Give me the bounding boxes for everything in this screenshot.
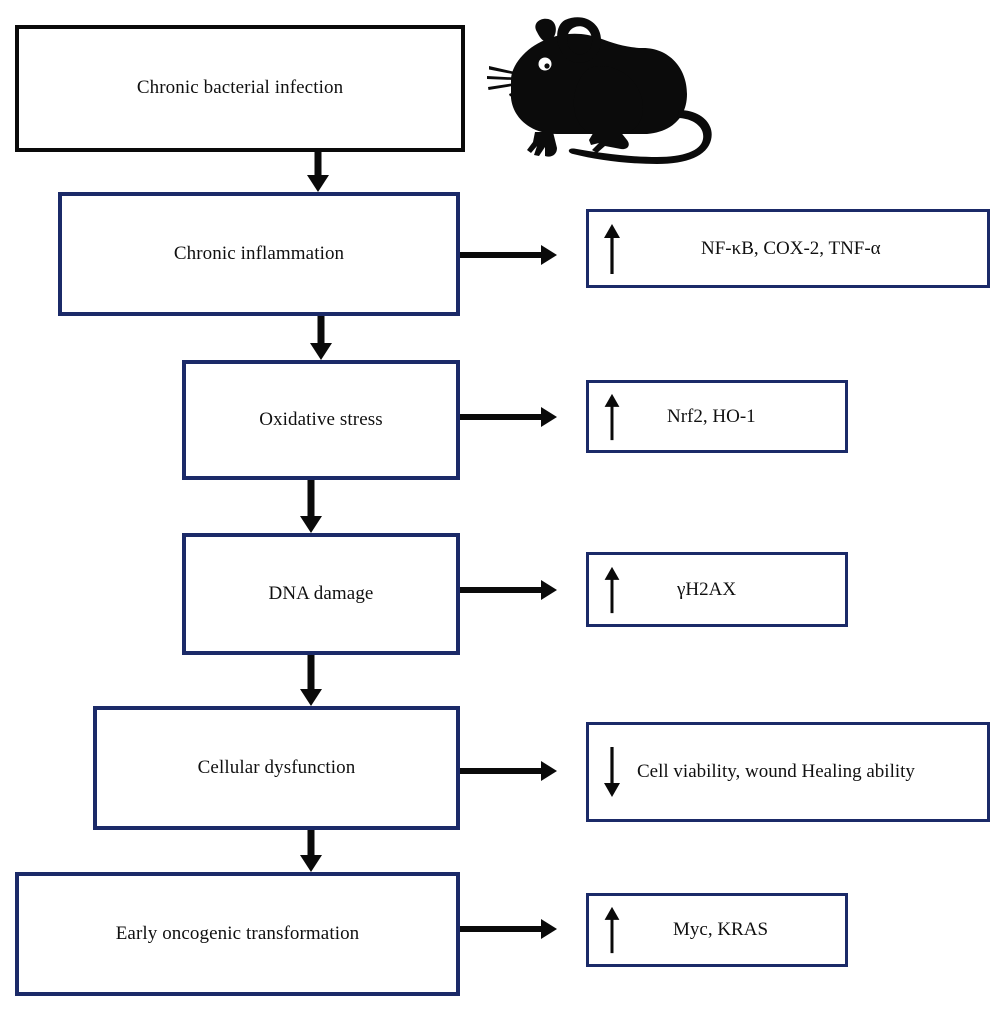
flow-node-chronic-bacterial-infection[interactable]: Chronic bacterial infection <box>15 25 465 152</box>
flow-node-early-oncogenic-transformation[interactable]: Early oncogenic transformation <box>15 872 460 996</box>
right-arrow-icon-2 <box>460 406 557 428</box>
up-arrow-icon <box>601 212 623 285</box>
down-arrow-icon-1 <box>305 152 331 192</box>
down-arrow-icon-5 <box>298 830 324 872</box>
marker-box-oncogenic[interactable]: Myc, KRAS <box>586 893 848 967</box>
up-arrow-icon <box>601 555 623 624</box>
flow-node-label: Chronic inflammation <box>173 242 345 264</box>
flow-node-cellular-dysfunction[interactable]: Cellular dysfunction <box>93 706 460 830</box>
down-arrow-icon-4 <box>298 655 324 706</box>
flow-node-oxidative-stress[interactable]: Oxidative stress <box>182 360 460 480</box>
flow-node-label: Cellular dysfunction <box>197 756 356 778</box>
up-arrow-icon <box>601 896 623 964</box>
flow-node-label: Oxidative stress <box>259 408 383 430</box>
marker-box-oxidative[interactable]: Nrf2, HO-1 <box>586 380 848 453</box>
flow-node-chronic-inflammation[interactable]: Chronic inflammation <box>58 192 460 316</box>
down-arrow-icon <box>601 725 623 819</box>
marker-box-cellular[interactable]: Cell viability, wound Healing ability <box>586 722 990 822</box>
down-arrow-icon-3 <box>298 480 324 533</box>
right-arrow-icon-5 <box>460 918 557 940</box>
right-arrow-icon-4 <box>460 760 557 782</box>
marker-label: NF-κB, COX-2, TNF-α <box>701 237 881 259</box>
marker-label: γH2AX <box>677 578 737 600</box>
right-arrow-icon-1 <box>460 244 557 266</box>
mouse-silhouette-icon <box>487 14 722 174</box>
flow-node-label: DNA damage <box>268 582 374 604</box>
marker-label: Cell viability, wound Healing ability <box>637 761 915 782</box>
flow-node-dna-damage[interactable]: DNA damage <box>182 533 460 655</box>
marker-label: Myc, KRAS <box>673 919 769 940</box>
up-arrow-icon <box>601 383 623 450</box>
marker-box-inflammation[interactable]: NF-κB, COX-2, TNF-α <box>586 209 990 288</box>
marker-box-dna[interactable]: γH2AX <box>586 552 848 627</box>
flow-node-label: Early oncogenic transformation <box>115 922 360 944</box>
flow-node-label: Chronic bacterial infection <box>136 77 344 99</box>
right-arrow-icon-3 <box>460 579 557 601</box>
marker-label: Nrf2, HO-1 <box>667 405 756 427</box>
down-arrow-icon-2 <box>308 316 334 360</box>
